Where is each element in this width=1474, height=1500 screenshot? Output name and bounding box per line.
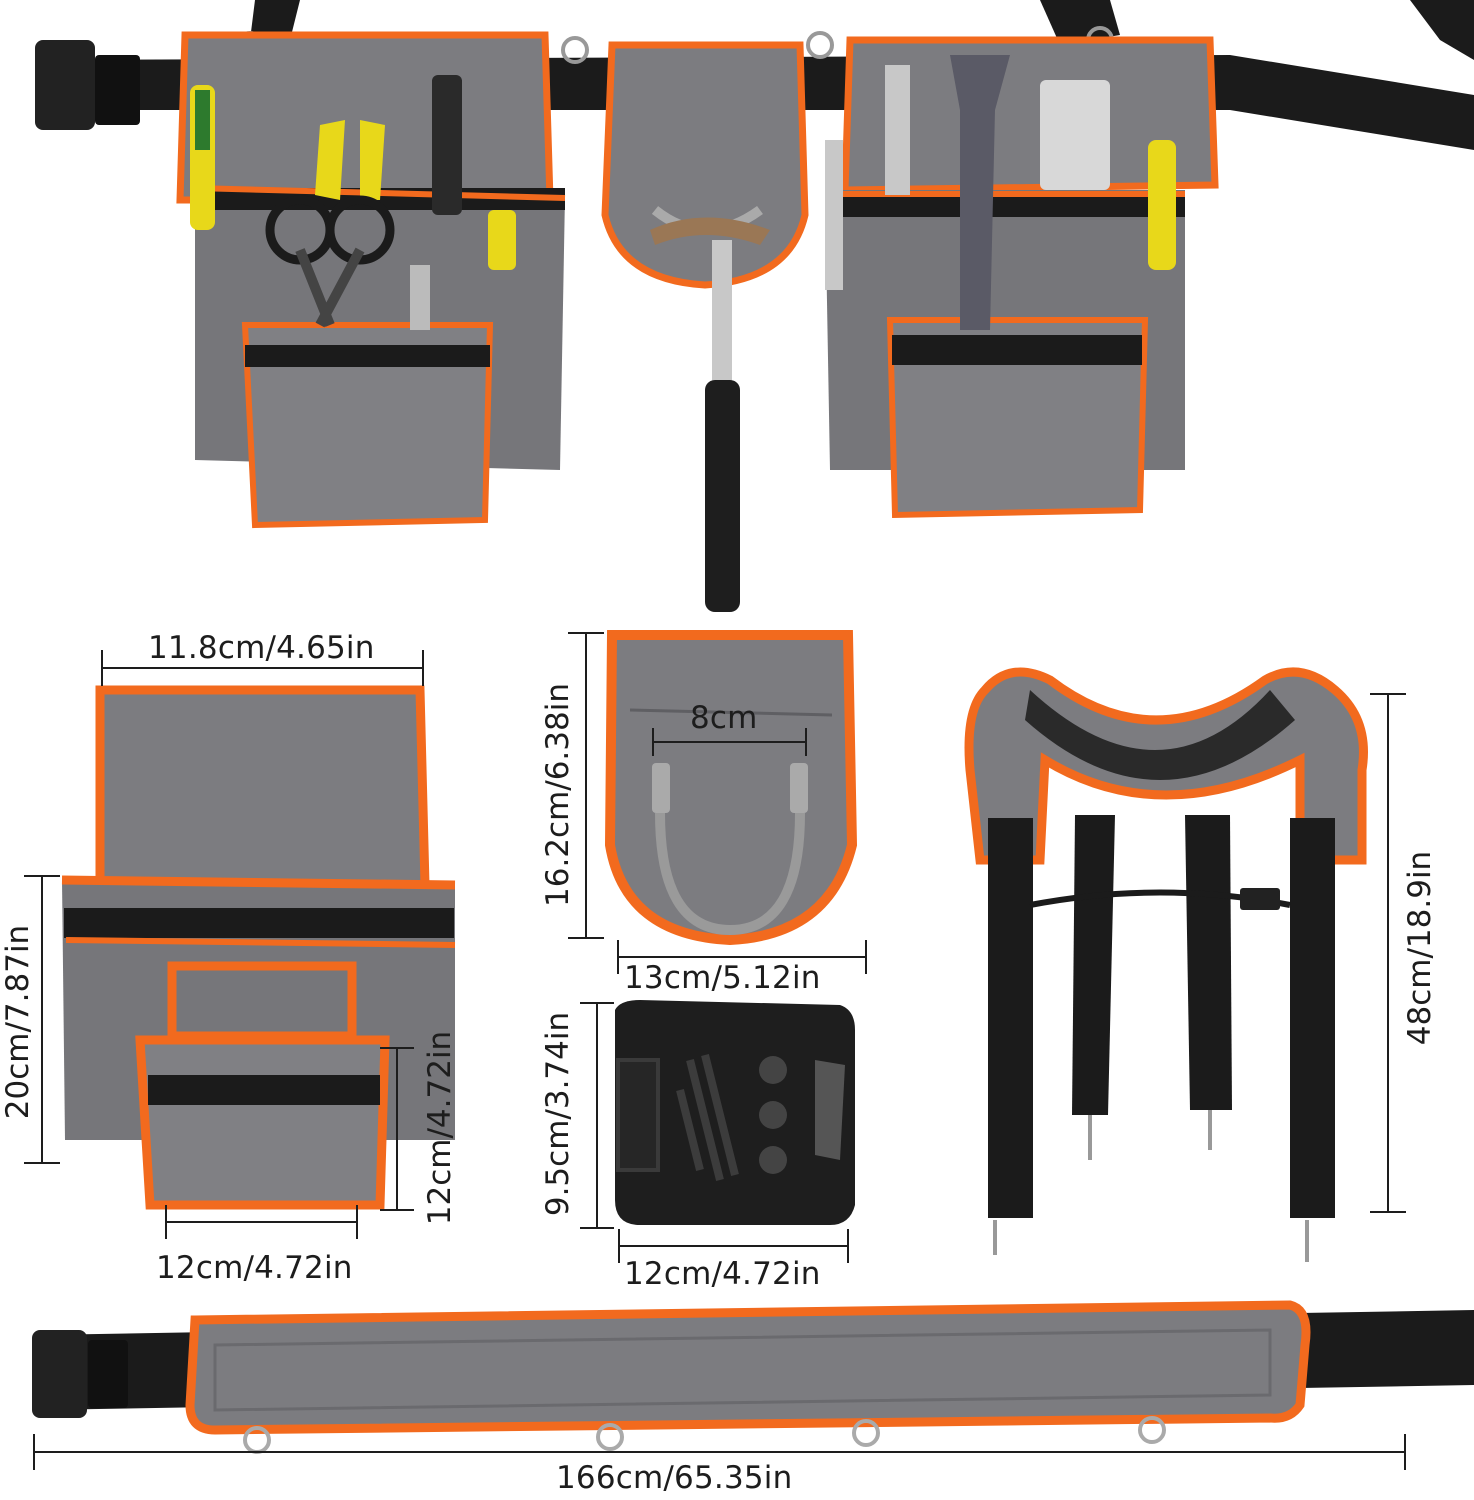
assembled-tool-belt	[35, 0, 1474, 612]
magnetic-wristband-detail	[615, 1000, 855, 1225]
wristband-width-label: 12cm/4.72in	[624, 1256, 821, 1292]
hook-icon	[790, 763, 808, 813]
pouch-front-pocket-height-label: 12cm/4.72in	[422, 1030, 458, 1226]
wristband-height-label: 9.5cm/3.74in	[540, 1011, 576, 1217]
hammer-holder-width-label: 13cm/5.12in	[624, 960, 821, 996]
right-tool-pouch	[825, 36, 1219, 519]
hammer-holder-height-label: 16.2cm/6.38in	[540, 683, 576, 907]
center-hammer-holder	[601, 41, 809, 612]
wrench-icon	[410, 265, 430, 330]
pouch-height-label: 20cm/7.87in	[0, 924, 36, 1120]
suspender-strap-far-right	[1410, 0, 1474, 60]
buckle-icon	[32, 1330, 87, 1418]
pouch-top-width-label: 11.8cm/4.65in	[148, 630, 375, 666]
suspender-strap-left-top	[250, 0, 300, 40]
buckle-clip	[95, 55, 140, 125]
buckle-icon	[35, 40, 95, 130]
belt-length-label: 166cm/65.35in	[556, 1460, 793, 1496]
padded-belt-detail	[32, 1300, 1474, 1454]
pliers-icon	[315, 120, 345, 200]
wrench-icon	[885, 65, 910, 195]
hook-icon	[993, 1110, 1309, 1262]
dimension-lines	[24, 632, 1406, 1470]
caliper-icon	[1040, 80, 1110, 190]
d-ring-icon	[596, 1423, 624, 1451]
d-ring-icon	[561, 36, 589, 64]
strap-right	[1290, 818, 1335, 1218]
suspenders-height-label: 48cm/18.9in	[1402, 850, 1438, 1046]
hammer-hook-spacing-label: 8cm	[690, 700, 758, 736]
bolt-icon	[759, 1056, 787, 1084]
pouch-bottom-width-label: 12cm/4.72in	[156, 1250, 353, 1286]
hammer-holder-detail	[604, 630, 858, 946]
screw-icon	[676, 1054, 739, 1181]
spanner-icon	[950, 55, 1010, 330]
d-ring-icon	[1138, 1416, 1166, 1444]
hammer-icon	[650, 217, 770, 245]
hook-icon	[652, 763, 670, 813]
tool-pouch-detail	[61, 685, 456, 1210]
d-ring-icon	[852, 1419, 880, 1447]
suspender-strap-right-top	[1040, 0, 1120, 45]
pry-bar-icon	[432, 75, 462, 215]
strap-left	[988, 818, 1033, 1218]
d-ring-icon	[806, 31, 834, 59]
left-tool-pouch	[176, 31, 566, 529]
pouch-elastic-band	[64, 908, 454, 938]
clip-icon	[1240, 888, 1280, 910]
suspenders-detail	[964, 667, 1368, 1262]
